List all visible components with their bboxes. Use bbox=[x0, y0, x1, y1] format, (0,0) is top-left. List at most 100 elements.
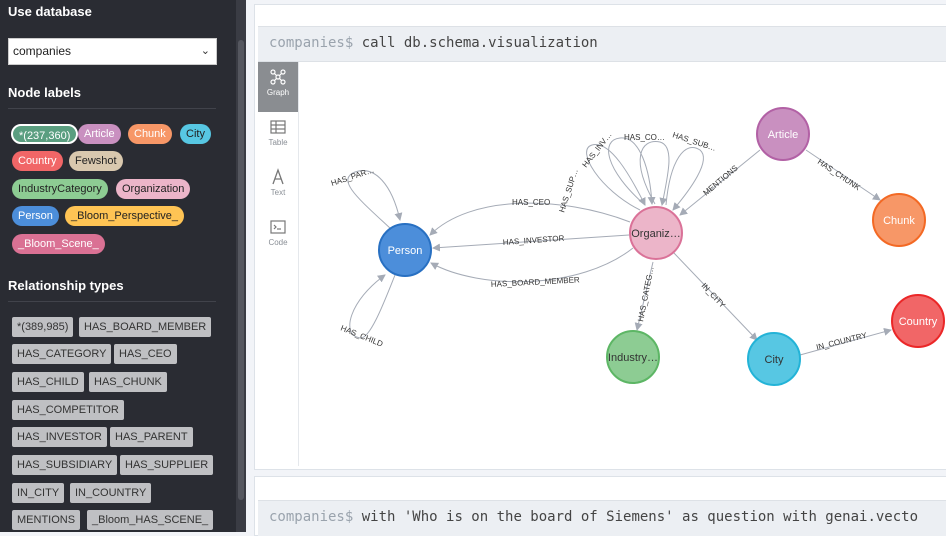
scrollbar-thumb[interactable] bbox=[238, 40, 244, 500]
rel-type-has-competitor[interactable]: HAS_COMPETITOR bbox=[12, 400, 124, 420]
table-view-label: Table bbox=[268, 138, 288, 147]
rel-type-has-category[interactable]: HAS_CATEGORY bbox=[12, 344, 112, 364]
edge-label-has-chunk: HAS_CHUNK bbox=[816, 157, 862, 192]
edge-label-has-sub: HAS_SUB… bbox=[671, 130, 717, 153]
rel-type-has-board-member[interactable]: HAS_BOARD_MEMBER bbox=[79, 317, 212, 337]
view-toolbar: Graph Table Text Code bbox=[258, 62, 299, 466]
node-label-organization[interactable]: Organization bbox=[116, 179, 191, 199]
edge-has-ceo[interactable] bbox=[429, 202, 631, 236]
database-select-value: companies bbox=[13, 44, 72, 58]
node-article-circle bbox=[756, 107, 810, 161]
edge-label-has-child: HAS_CHILD bbox=[339, 324, 384, 349]
node-organization[interactable]: Organiz… bbox=[629, 206, 683, 260]
edge-has-sub-loop[interactable] bbox=[665, 147, 704, 211]
edge-label-has-categ: HAS_CATEG… bbox=[636, 266, 655, 323]
query-editor-2[interactable]: companies$ with 'Who is on the board of … bbox=[258, 500, 946, 536]
node-chunk-circle bbox=[872, 193, 926, 247]
node-person-label: Person bbox=[388, 245, 423, 257]
divider bbox=[8, 301, 216, 302]
chevron-down-icon: ⌄ bbox=[200, 45, 210, 57]
edge-label-has-investor: HAS_INVESTOR bbox=[503, 234, 565, 247]
query-prompt-2: companies$ bbox=[269, 509, 354, 525]
node-label-bloom-perspective[interactable]: _Bloom_Perspective_ bbox=[65, 206, 185, 226]
use-database-heading: Use database bbox=[8, 4, 92, 19]
text-icon bbox=[272, 168, 284, 185]
graph-canvas[interactable]: HAS_PAR… HAS_CHILD HAS_CEO HAS_INVESTOR … bbox=[298, 62, 946, 466]
node-city-label: City bbox=[765, 354, 784, 366]
edge-has-co-loop[interactable] bbox=[639, 141, 670, 206]
edge-has-inv-loop[interactable] bbox=[608, 137, 656, 206]
node-country[interactable]: Country bbox=[891, 294, 945, 348]
edge-label-mentions: MENTIONS bbox=[702, 163, 740, 197]
node-city-circle bbox=[747, 332, 801, 386]
edge-in-city[interactable] bbox=[672, 251, 758, 341]
database-select[interactable]: companies ⌄ bbox=[8, 38, 217, 65]
edge-has-investor[interactable] bbox=[432, 234, 630, 252]
query-editor[interactable]: companies$ call db.schema.visualization bbox=[258, 26, 946, 62]
graph-icon bbox=[270, 69, 286, 85]
node-label-industrycategory[interactable]: IndustryCategory bbox=[12, 179, 108, 199]
edge-in-country[interactable] bbox=[799, 327, 892, 356]
rel-type-mentions[interactable]: MENTIONS bbox=[12, 510, 81, 530]
rel-type-in-country[interactable]: IN_COUNTRY bbox=[70, 483, 152, 503]
text-view-tab[interactable]: Text bbox=[258, 162, 298, 212]
table-view-tab[interactable]: Table bbox=[258, 112, 298, 162]
rel-type-all[interactable]: *(389,985) bbox=[12, 317, 74, 337]
node-label-country[interactable]: Country bbox=[12, 151, 63, 171]
node-country-label: Country bbox=[899, 316, 938, 328]
table-icon bbox=[270, 120, 286, 134]
rel-type-has-parent[interactable]: HAS_PARENT bbox=[110, 427, 193, 447]
node-label-person[interactable]: Person bbox=[12, 206, 59, 226]
query-text: companies$ call db.schema.visualization bbox=[269, 35, 598, 51]
relationship-types-heading: Relationship types bbox=[8, 278, 124, 293]
edge-label-has-parent: HAS_PAR… bbox=[330, 166, 375, 188]
rel-type-has-investor[interactable]: HAS_INVESTOR bbox=[12, 427, 107, 447]
rel-type-has-supplier[interactable]: HAS_SUPPLIER bbox=[120, 455, 214, 475]
node-label-chunk[interactable]: Chunk bbox=[128, 124, 172, 144]
edge-has-child[interactable] bbox=[349, 274, 396, 339]
edge-has-sup-loop[interactable] bbox=[586, 144, 646, 211]
graph-view-label: Graph bbox=[266, 88, 290, 97]
node-person[interactable]: Person bbox=[378, 223, 432, 277]
divider bbox=[8, 108, 216, 109]
node-organization-label: Organiz… bbox=[631, 228, 681, 240]
edge-mentions[interactable] bbox=[679, 149, 761, 216]
graph-view-tab[interactable]: Graph bbox=[258, 62, 298, 112]
edge-label-in-city: IN_CITY bbox=[700, 281, 728, 310]
node-industry[interactable]: Industry… bbox=[606, 330, 660, 384]
node-chunk[interactable]: Chunk bbox=[872, 193, 926, 247]
sidebar-scrollbar[interactable] bbox=[236, 0, 246, 532]
node-city[interactable]: City bbox=[747, 332, 801, 386]
rel-type-has-chunk[interactable]: HAS_CHUNK bbox=[89, 372, 167, 392]
query-command-2: with 'Who is on the board of Siemens' as… bbox=[353, 509, 919, 525]
node-person-circle bbox=[378, 223, 432, 277]
node-industry-label: Industry… bbox=[608, 352, 658, 364]
edge-has-parent[interactable] bbox=[347, 170, 403, 231]
edge-has-categ[interactable] bbox=[634, 261, 654, 331]
node-label-city[interactable]: City bbox=[180, 124, 211, 144]
rel-type-in-city[interactable]: IN_CITY bbox=[12, 483, 65, 503]
rel-type-has-subsidiary[interactable]: HAS_SUBSIDIARY bbox=[12, 455, 118, 475]
query-text-2: companies$ with 'Who is on the board of … bbox=[269, 509, 918, 525]
node-label-fewshot[interactable]: Fewshot bbox=[69, 151, 123, 171]
edge-label-has-ceo: HAS_CEO bbox=[512, 198, 550, 207]
node-organization-circle bbox=[629, 206, 683, 260]
rel-type-bloom-has-scene[interactable]: _Bloom_HAS_SCENE_ bbox=[87, 510, 214, 530]
node-country-circle bbox=[891, 294, 945, 348]
node-industry-circle bbox=[606, 330, 660, 384]
text-view-label: Text bbox=[270, 188, 286, 197]
edge-has-chunk[interactable] bbox=[805, 149, 881, 201]
node-label-all[interactable]: *(237,360) bbox=[11, 124, 79, 144]
query-command: call db.schema.visualization bbox=[353, 35, 598, 51]
node-article-label: Article bbox=[768, 129, 799, 141]
edge-label-has-board-member: HAS_BOARD_MEMBER bbox=[491, 275, 580, 289]
code-icon bbox=[270, 220, 286, 234]
code-view-tab[interactable]: Code bbox=[258, 212, 298, 262]
query-prompt: companies$ bbox=[269, 35, 354, 51]
rel-type-has-ceo[interactable]: HAS_CEO bbox=[114, 344, 177, 364]
edge-has-board-member[interactable] bbox=[430, 247, 634, 283]
node-label-article[interactable]: Article bbox=[78, 124, 121, 144]
node-article[interactable]: Article bbox=[756, 107, 810, 161]
rel-type-has-child[interactable]: HAS_CHILD bbox=[12, 372, 84, 392]
node-label-bloom-scene[interactable]: _Bloom_Scene_ bbox=[12, 234, 105, 254]
